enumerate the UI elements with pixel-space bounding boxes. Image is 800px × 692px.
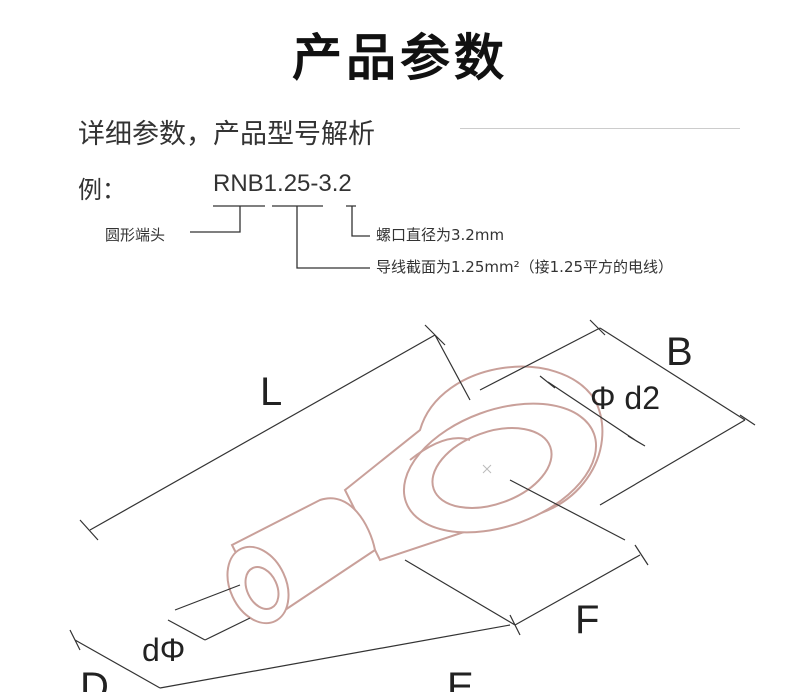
page-title: 产品参数	[292, 29, 508, 87]
note-screw-diameter: 螺口直径为3.2mm	[376, 226, 505, 244]
note-ring-terminal: 圆形端头	[105, 226, 166, 244]
dim-L-label: L	[260, 370, 283, 414]
example-label: 例：	[78, 176, 126, 204]
dim-E-label: E	[447, 665, 474, 692]
note-wire-section: 导线截面为1.25mm²（接1.25平方的电线）	[376, 258, 674, 276]
dim-B-label: B	[666, 330, 693, 374]
divider	[460, 128, 740, 129]
dimension-lines	[69, 319, 756, 689]
section-subtitle: 详细参数，产品型号解析	[78, 119, 375, 150]
ring-terminal	[226, 365, 604, 625]
model-code: RNB1.25-3.2	[213, 170, 352, 197]
dim-d-label: dΦ	[142, 632, 186, 668]
model-brackets	[190, 205, 370, 269]
dim-F-label: F	[575, 598, 600, 642]
dim-d2-label: Φ d2	[590, 380, 661, 416]
dim-D-label: D	[80, 665, 109, 692]
